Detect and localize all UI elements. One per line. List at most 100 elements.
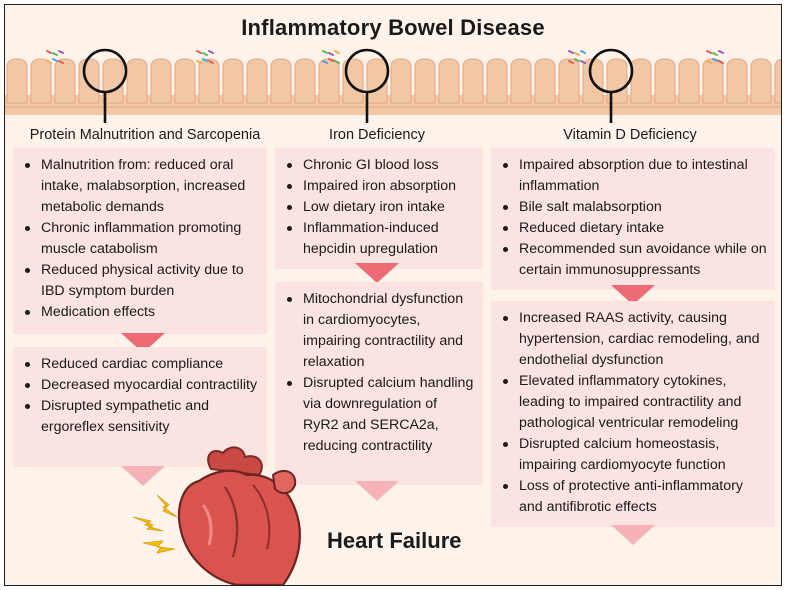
villus [702,58,724,104]
bacterium [568,50,574,54]
column-title-iron: Iron Deficiency [329,127,425,143]
bacterium [574,52,580,56]
villus [462,58,484,104]
diagram-frame: Inflammatory Bowel Disease Protein Malnu… [4,4,782,586]
bacterium [58,50,64,54]
list-item: Elevated inflammatory cytokines, leading… [501,371,767,434]
list-item: Impaired absorption due to intestinal in… [501,155,767,197]
villus [174,58,196,104]
villus [294,58,316,104]
villus [558,58,580,104]
villus [534,58,556,104]
villus [654,58,676,104]
bacterium [196,50,202,54]
outcome-label: Heart Failure [327,528,462,553]
bacterium [568,60,574,64]
list-item: Chronic GI blood loss [285,155,475,176]
bacterium [328,58,334,62]
villus [630,58,652,104]
villus [414,58,436,104]
bacterium [322,50,328,54]
list-item: Mitochondrial dysfunction in cardiomyocy… [285,289,475,373]
bacterium [52,58,58,62]
bacterium [718,60,724,64]
villus [678,58,700,104]
down-arrow-icon [611,525,655,545]
villus [54,58,76,104]
list-item: Reduced dietary intake [501,218,767,239]
villus [438,58,460,104]
heart-illustration-icon [133,446,301,585]
villus [342,58,364,104]
effects-box-protein: Reduced cardiac compliance Decreased myo… [13,347,267,467]
diagram-title: Inflammatory Bowel Disease [241,15,545,40]
bacterium [706,60,712,64]
down-arrow-icon [355,263,399,283]
bacterium [580,60,586,64]
villus [150,58,172,104]
villus [318,58,340,104]
villi-shapes [5,58,781,115]
magnifier-circle-icon [82,48,634,123]
causes-box-iron: Chronic GI blood loss Impaired iron abso… [275,148,483,269]
causes-box-protein: Malnutrition from: reduced oral intake, … [13,148,267,334]
villus [270,58,292,104]
bacterium [328,52,334,56]
gut-bacteria-icon [46,50,724,64]
villus [486,58,508,104]
bacterium [58,60,64,64]
intestinal-villi-illustration [5,48,781,123]
list-item: Bile salt malabsorption [501,197,767,218]
villus [6,58,28,104]
bacterium [196,60,202,64]
list-item: Disrupted calcium handling via downregul… [285,373,475,457]
villus [750,58,772,104]
list-item: Medication effects [23,302,259,323]
list-item: Increased RAAS activity, causing hyperte… [501,308,767,371]
down-arrow-icon [355,481,399,501]
bacterium [322,60,328,64]
list-item: Decreased myocardial contractility [23,375,259,396]
down-arrow-icon [121,466,165,486]
villus [774,58,781,104]
bacterium [46,60,52,64]
bacterium [334,50,340,54]
effects-box-vitamin-d: Increased RAAS activity, causing hyperte… [491,301,775,527]
list-item: Disrupted sympathetic and ergoreflex sen… [23,396,259,438]
villus [198,58,220,104]
list-item: Chronic inflammation promoting muscle ca… [23,218,259,260]
bacterium [706,50,712,54]
list-item: Reduced physical activity due to IBD sym… [23,260,259,302]
list-item: Low dietary iron intake [285,197,475,218]
villus [222,58,244,104]
villus [246,58,268,104]
villus [510,58,532,104]
list-item: Inflammation-induced hepcidin upregulati… [285,218,475,260]
lightning-bolt-icon [133,494,178,554]
villus [726,58,748,104]
bacterium [712,52,718,56]
column-title-vitamin-d: Vitamin D Deficiency [563,127,697,143]
list-item: Disrupted calcium homeostasis, impairing… [501,434,767,476]
causes-box-vitamin-d: Impaired absorption due to intestinal in… [491,148,775,290]
bacterium [52,52,58,56]
list-item: Reduced cardiac compliance [23,354,259,375]
bacterium [46,50,52,54]
list-item: Recommended sun avoidance while on certa… [501,239,767,281]
bacterium [334,60,340,64]
bacterium [580,50,586,54]
bacterium [208,50,214,54]
list-item: Loss of protective anti-inflammatory and… [501,476,767,518]
list-item: Impaired iron absorption [285,176,475,197]
villus [126,58,148,104]
bacterium [202,52,208,56]
effects-box-iron: Mitochondrial dysfunction in cardiomyocy… [275,282,483,485]
column-title-protein: Protein Malnutrition and Sarcopenia [29,127,261,143]
down-arrow-icon [611,285,655,305]
villus [390,58,412,104]
villus [30,58,52,104]
bacterium [208,60,214,64]
bacterium [718,50,724,54]
list-item: Malnutrition from: reduced oral intake, … [23,155,259,218]
villus [78,58,100,104]
